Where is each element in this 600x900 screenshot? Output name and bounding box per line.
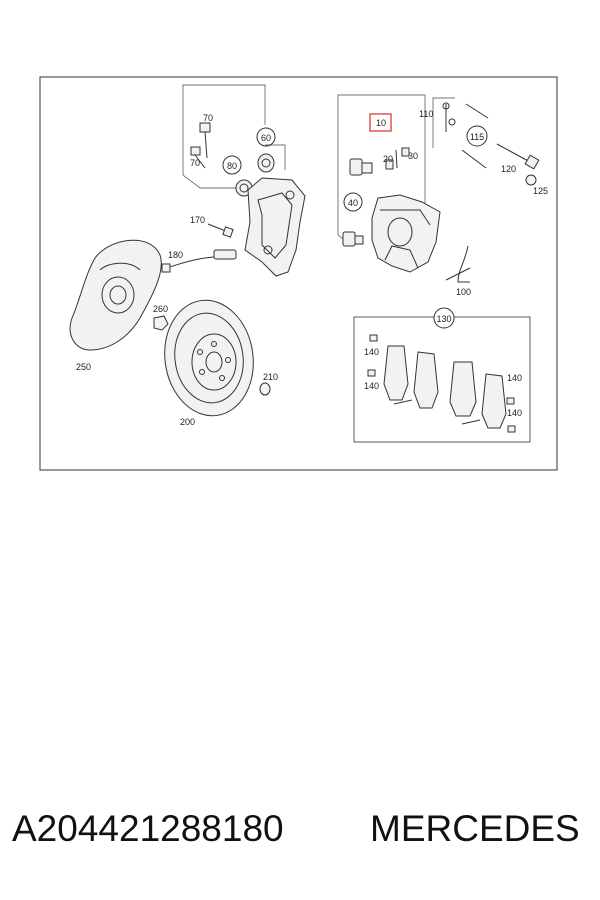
label-140-b: 140 [364, 381, 379, 391]
label-260: 260 [153, 304, 168, 314]
brake-parts-diagram: 60 80 70 70 170 180 260 250 210 200 10 2… [39, 76, 558, 471]
label-140-a: 140 [364, 347, 379, 357]
label-130: 130 [436, 314, 451, 324]
label-40: 40 [348, 198, 358, 208]
caliper-group [337, 94, 441, 273]
label-140-d: 140 [507, 408, 522, 418]
label-125: 125 [533, 186, 548, 196]
part-number: A204421288180 [12, 808, 284, 849]
label-70-lower: 70 [190, 158, 200, 168]
label-210: 210 [263, 372, 278, 382]
part-10-highlight [369, 113, 392, 132]
caliper-bracket-group [182, 84, 306, 277]
callout-labels: 60 80 70 70 170 180 260 250 210 200 10 2… [76, 109, 548, 427]
label-180: 180 [168, 250, 183, 260]
brand-name: MERCEDES [370, 808, 580, 849]
label-250: 250 [76, 362, 91, 372]
label-10: 10 [376, 118, 386, 128]
product-caption: A204421288180 MERCEDES [0, 808, 600, 858]
label-80: 80 [227, 161, 237, 171]
cap-210 [259, 382, 271, 396]
wear-sensor-180 [161, 249, 237, 273]
label-100: 100 [456, 287, 471, 297]
label-20: 20 [383, 154, 393, 164]
label-120: 120 [501, 164, 516, 174]
brake-pads-group [367, 334, 516, 433]
pin-kit-group [432, 97, 540, 186]
label-140-c: 140 [507, 373, 522, 383]
brake-disc-200 [164, 299, 254, 417]
label-60: 60 [261, 133, 271, 143]
label-115: 115 [470, 132, 484, 142]
label-200: 200 [180, 417, 195, 427]
nut-260 [153, 315, 169, 331]
label-70-upper: 70 [203, 113, 213, 123]
label-30: 30 [408, 151, 418, 161]
spring-clip-100 [445, 245, 471, 283]
splash-shield-250 [69, 239, 162, 351]
bolt-170 [207, 223, 234, 238]
label-110: 110 [419, 109, 433, 119]
label-170: 170 [190, 215, 205, 225]
